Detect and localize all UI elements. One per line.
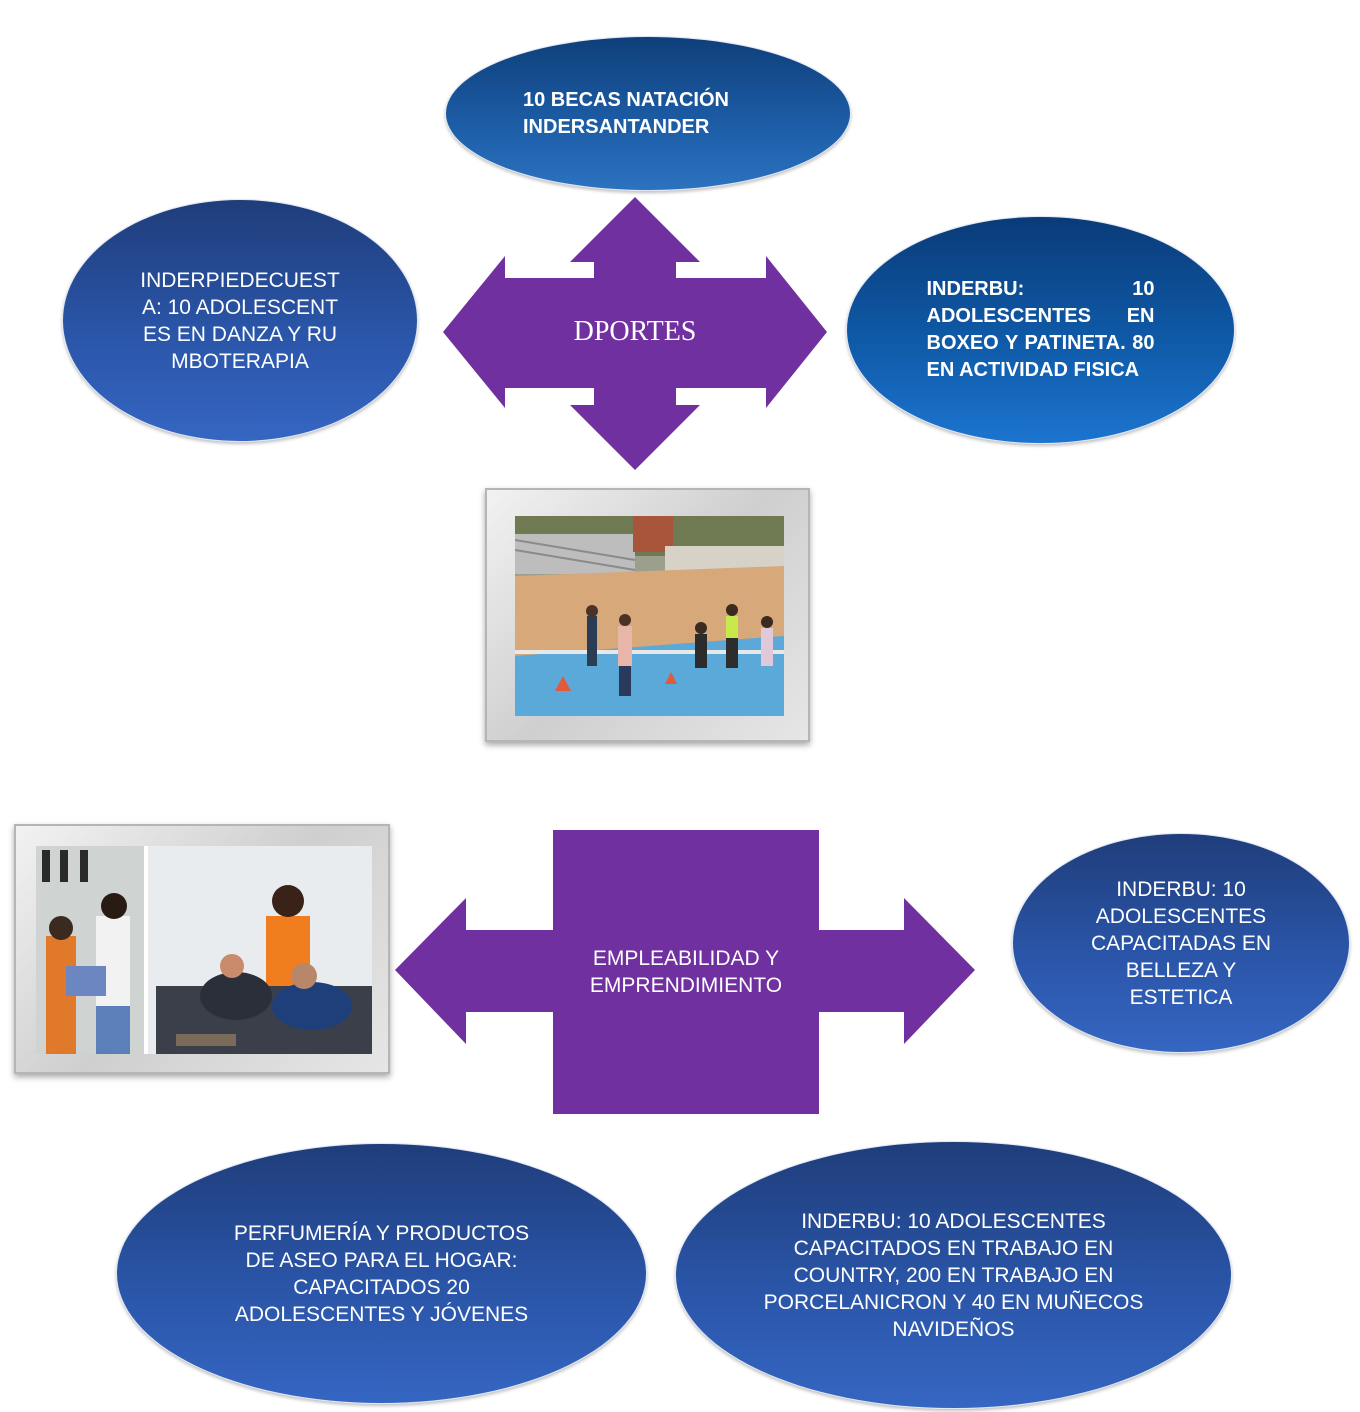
- inderpiedecuesta-ellipse: INDERPIEDECUESTA: 10 ADOLESCENTES EN DAN…: [62, 199, 418, 442]
- inderbu-belleza-ellipse: INDERBU: 10 ADOLESCENTES CAPACITADAS EN …: [1012, 833, 1350, 1053]
- inderpiedecuesta-text: INDERPIEDECUESTA: 10 ADOLESCENTES EN DAN…: [140, 268, 340, 373]
- becas-natacion-ellipse: 10 BECAS NATACIÓN INDERSANTANDER: [445, 36, 851, 191]
- skating-photo-frame: [485, 488, 810, 742]
- inderbu-belleza-text: INDERBU: 10 ADOLESCENTES CAPACITADAS EN …: [1090, 877, 1272, 1009]
- beauty-photo-frame: [14, 824, 390, 1074]
- becas-natacion-text: 10 BECAS NATACIÓN INDERSANTANDER: [523, 88, 729, 138]
- deportes-label: DPORTES: [573, 316, 697, 347]
- empleabilidad-label: EMPLEABILIDAD Y EMPRENDIMIENTO: [589, 947, 783, 997]
- perfumeria-text: PERFUMERÍA Y PRODUCTOS DE ASEO PARA EL H…: [233, 1221, 530, 1326]
- skating-photo: [515, 516, 784, 716]
- beauty-photo: [36, 846, 372, 1054]
- inderbu-country-ellipse: INDERBU: 10 ADOLESCENTES CAPACITADOS EN …: [675, 1141, 1232, 1409]
- inderbu-country-text: INDERBU: 10 ADOLESCENTES CAPACITADOS EN …: [763, 1209, 1144, 1341]
- perfumeria-ellipse: PERFUMERÍA Y PRODUCTOS DE ASEO PARA EL H…: [116, 1143, 647, 1404]
- inderbu-boxeo-text: INDERBU: 10 ADOLESCENTES EN BOXEO Y PATI…: [926, 278, 1155, 381]
- inderbu-boxeo-ellipse: INDERBU: 10 ADOLESCENTES EN BOXEO Y PATI…: [846, 216, 1235, 444]
